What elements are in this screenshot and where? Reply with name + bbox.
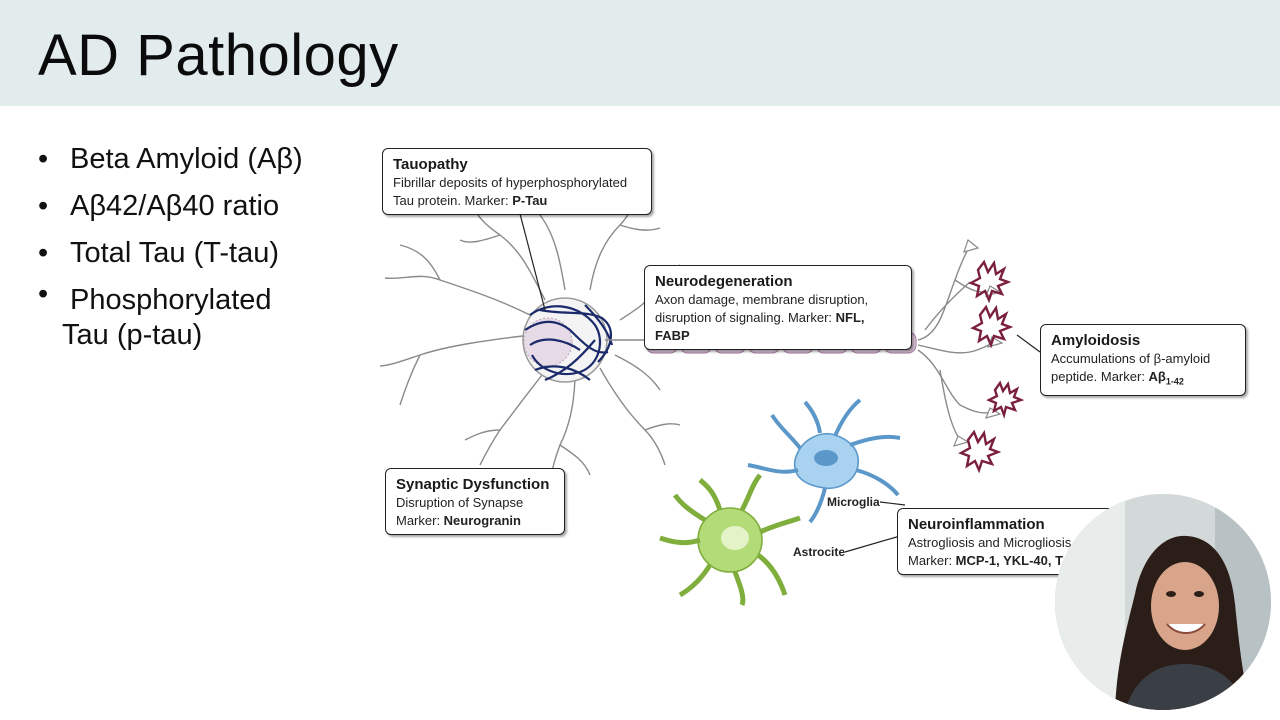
tauopathy-desc: Fibrillar deposits of hyperphosphorylate… [393,175,628,190]
title-bar [0,0,1280,106]
bullet-text: Beta Amyloid (Aβ) [70,143,303,175]
neuroinflammation-desc: Astrogliosis and Microgliosis [908,535,1072,550]
amyloidosis-box: Amyloidosis Accumulations of β-amyloid p… [1040,324,1246,396]
synaptic-desc: Disruption of Synapse [396,495,524,510]
microglia-label: Microglia [827,495,880,509]
tau-tangles [524,304,614,382]
ad-pathology-diagram: Tauopathy Fibrillar deposits of hyperpho… [379,140,1260,620]
synaptic-dysfunction-box: Synaptic Dysfunction Disruption of Synap… [385,468,565,535]
amyloidosis-marker-prefix: peptide. Marker: [1051,369,1149,384]
slide-title: AD Pathology [38,23,399,88]
neurodegeneration-desc: Axon damage, membrane disruption, [655,292,869,307]
bullet-dot: • [38,190,49,222]
synaptic-heading: Synaptic Dysfunction [396,476,550,493]
bullet-p-tau: • Phosphorylated Tau (p-tau) [38,277,303,353]
presenter-video-icon [1055,494,1271,710]
bullet-list: • Beta Amyloid (Aβ) • Aβ42/Aβ40 ratio • … [38,136,303,353]
neurodegeneration-marker-prefix: disruption of signaling. Marker: [655,310,836,325]
tauopathy-heading: Tauopathy [393,156,468,173]
axon-terminals [917,244,996,441]
astrocyte-cell [659,473,801,606]
leader-lines [517,205,1041,553]
amyloidosis-marker-line: peptide. Marker: Aβ1-42 [1051,368,1235,391]
bullet-text: Aβ42/Aβ40 ratio [70,190,280,222]
bullet-beta-amyloid: • Beta Amyloid (Aβ) [38,136,303,183]
bullet-text: Total Tau (T-tau) [70,237,280,269]
tauopathy-box: Tauopathy Fibrillar deposits of hyperpho… [382,148,652,215]
tauopathy-marker: P-Tau [512,193,548,208]
neuroinflammation-marker-prefix: Marker: [908,553,956,568]
amyloid-plaques [958,259,1025,474]
bullet-dot: • [38,278,49,310]
amyloidosis-marker-sub: 1-42 [1165,376,1184,387]
microglia-cell [747,398,901,524]
synaptic-marker: Neurogranin [443,513,521,528]
tauopathy-marker-prefix: Tau protein. Marker: [393,193,513,208]
neurodegeneration-box: Neurodegeneration Axon damage, membrane … [644,265,912,350]
neuroinflammation-heading: Neuroinflammation [908,516,1045,533]
tauopathy-marker-line: Tau protein. Marker: P-Tau [393,192,641,210]
presenter-webcam [1055,494,1271,710]
neurodegeneration-marker-line: disruption of signaling. Marker: NFL, FA… [655,309,901,345]
neurodegeneration-heading: Neurodegeneration [655,273,793,290]
synaptic-marker-line: Marker: Neurogranin [396,512,554,530]
bullet-dot: • [38,143,49,175]
astrocite-label: Astrocite [793,545,846,559]
amyloidosis-marker: Aβ [1148,369,1166,384]
synaptic-marker-prefix: Marker: [396,513,444,528]
bullet-total-tau: • Total Tau (T-tau) [38,230,303,277]
bullet-text-line1: Phosphorylated [70,284,272,316]
bullet-ab-ratio: • Aβ42/Aβ40 ratio [38,183,303,230]
bullet-text-line2: Tau (p-tau) [62,319,203,351]
bullet-dot: • [38,237,49,269]
neuroinflammation-marker: MCP-1, YKL-40, T [955,553,1064,568]
amyloidosis-heading: Amyloidosis [1051,332,1141,349]
neurodegeneration-marker: NFL, FABP [655,310,865,343]
amyloidosis-desc: Accumulations of β-amyloid [1051,351,1211,366]
neuroinflammation-marker-line: Marker: MCP-1, YKL-40, T [908,552,1108,570]
